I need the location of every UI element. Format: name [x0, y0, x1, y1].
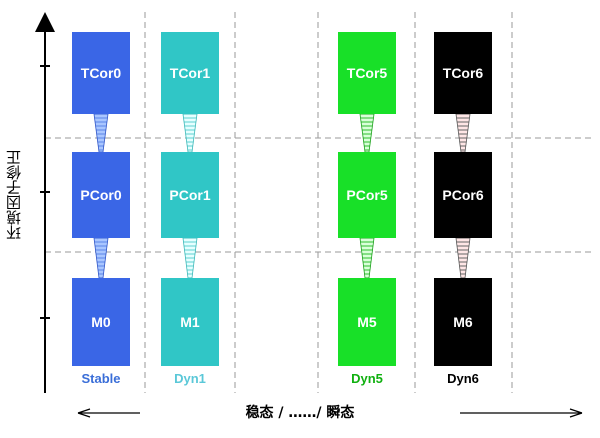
connectors: [93, 113, 471, 279]
label-stable: Stable: [81, 371, 121, 386]
box-m-stable: M0: [72, 278, 130, 366]
connector-dyn5-2: [359, 237, 375, 279]
connector-dyn6-1: [455, 113, 471, 153]
x-axis-arrow-right: [569, 408, 583, 418]
box-pcor-dyn5: PCor5: [338, 152, 396, 238]
label-dyn5: Dyn5: [351, 371, 383, 386]
box-pcor-dyn1: PCor1: [161, 152, 219, 238]
box-tcor-dyn1: TCor1: [161, 32, 219, 114]
connector-stable-2: [93, 237, 109, 279]
box-tcor-stable: TCor0: [72, 32, 130, 114]
connector-stable-1: [93, 113, 109, 153]
box-m-dyn1: M1: [161, 278, 219, 366]
box-m-dyn6: M6: [434, 278, 492, 366]
label-dyn1: Dyn1: [174, 371, 206, 386]
box-tcor-dyn6: TCor6: [434, 32, 492, 114]
connector-dyn5-1: [359, 113, 375, 153]
y-axis-label: 环境因子修正: [5, 150, 23, 240]
label-dyn6: Dyn6: [447, 371, 479, 386]
connector-dyn1-2: [182, 237, 198, 279]
box-m-dyn5: M5: [338, 278, 396, 366]
connector-dyn6-2: [455, 237, 471, 279]
x-axis-arrow-left: [77, 408, 91, 418]
box-tcor-dyn5: TCor5: [338, 32, 396, 114]
box-pcor-stable: PCor0: [72, 152, 130, 238]
x-axis-label: 稳态 / ……/ 瞬态: [140, 402, 460, 422]
box-pcor-dyn6: PCor6: [434, 152, 492, 238]
connector-dyn1-1: [182, 113, 198, 153]
